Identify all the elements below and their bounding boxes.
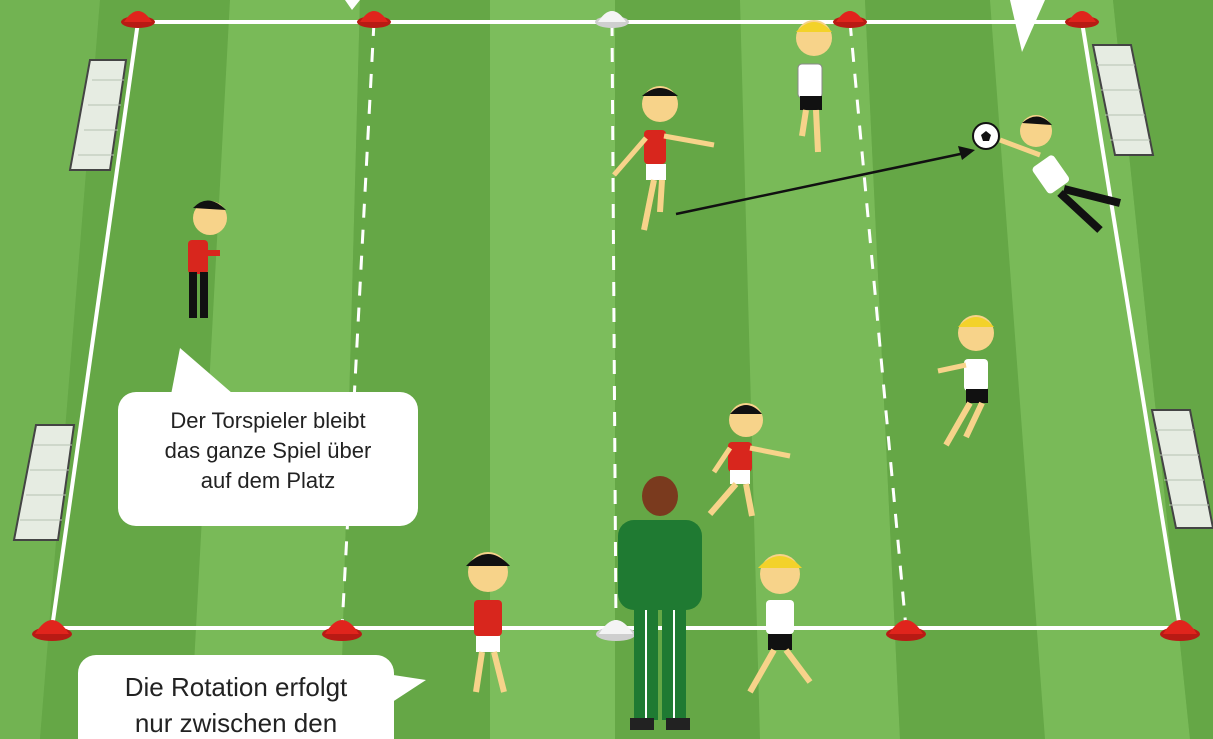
mini-goals (12, 44, 1213, 541)
cones (32, 11, 1200, 641)
cone-icon (1160, 620, 1200, 641)
player-white-defender (937, 315, 994, 447)
half-line (610, 21, 618, 629)
callout-keeper-note: Der Torspieler bleibt das ganze Spiel üb… (118, 392, 418, 526)
player-red-goalkeeper (188, 200, 227, 318)
bubble-tail-top-left (345, 0, 360, 10)
players (188, 20, 1121, 730)
bubble-tail-top (1010, 0, 1045, 52)
soccer-ball-icon (972, 122, 1000, 150)
cone-icon (322, 620, 362, 641)
cone-icon (595, 11, 629, 28)
callout-rotation-note: Die Rotation erfolgt nur zwischen den (78, 655, 394, 739)
player-white-goalkeeper (999, 115, 1121, 233)
zone-line-left (340, 21, 376, 629)
callout-line: auf dem Platz (200, 468, 336, 493)
player-white-forward (747, 554, 813, 694)
cone-icon (833, 11, 867, 28)
callout-line: Die Rotation erfolgt (124, 672, 348, 702)
mini-goal-icon (1150, 409, 1213, 529)
cone-icon (121, 11, 155, 28)
callout-line: das ganze Spiel über (164, 438, 372, 463)
mini-goal-icon (68, 59, 128, 171)
mini-goal-icon (12, 424, 76, 541)
cone-icon (886, 620, 926, 641)
player-red-forward (466, 552, 510, 693)
player-red-midfielder (707, 403, 791, 517)
player-red-striker (612, 86, 715, 231)
callout-line: nur zwischen den (134, 708, 338, 738)
bubble-tail-keeper (170, 348, 240, 400)
zone-line-right (848, 21, 908, 629)
player-white-defender (796, 20, 832, 153)
cone-icon (1065, 11, 1099, 28)
cone-icon (596, 620, 636, 641)
cone-icon (32, 620, 72, 641)
callout-line: Der Torspieler bleibt (170, 408, 366, 433)
cone-icon (357, 11, 391, 28)
mini-goal-icon (1091, 44, 1155, 156)
coach (618, 476, 702, 730)
pass-arrow (675, 146, 975, 216)
